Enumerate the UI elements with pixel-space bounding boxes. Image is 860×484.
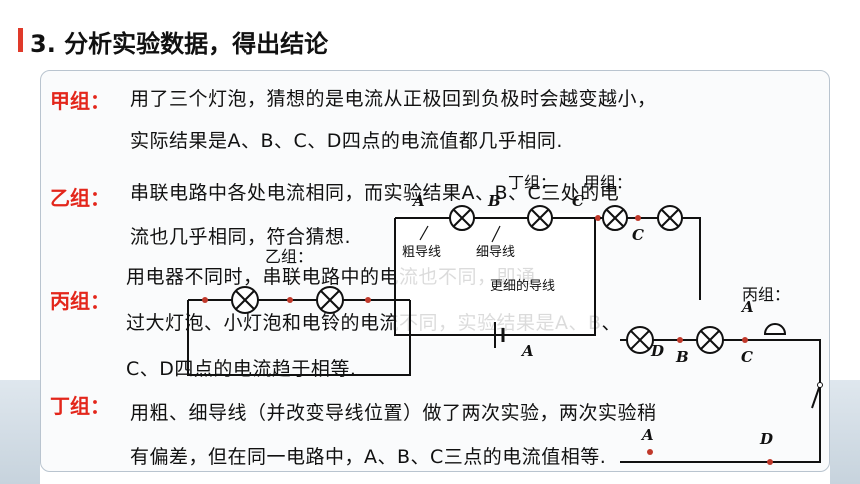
jia-bulb-2 <box>657 205 683 231</box>
bing-letter-c: C <box>741 348 753 366</box>
ding-letter-c: C <box>572 192 584 210</box>
bing-title: 丙组： <box>742 285 790 304</box>
background-band-right <box>830 380 860 484</box>
ding-battery <box>494 322 505 348</box>
yi-bulb-1 <box>231 286 259 314</box>
jia-wire <box>600 217 701 300</box>
bing-letter-a2: A <box>640 426 654 444</box>
group-jia-label: 甲组： <box>50 89 110 113</box>
background-band-left <box>0 380 40 484</box>
jia-title: 甲组： <box>584 173 632 192</box>
bing-bulb-1 <box>626 326 654 354</box>
ding-label-thinner-wire: 更细的导线 <box>490 278 555 294</box>
bing-letter-b: B <box>675 348 689 366</box>
yi-title: 乙组： <box>265 247 313 266</box>
bing-circuit: A B C D A D 丙组： <box>620 285 823 465</box>
ding-bulb-1 <box>449 205 475 231</box>
group-jia-line-2: 实际结果是A、B、C、D四点的电流值都几乎相同. <box>130 130 563 152</box>
group-ding-line-2: 有偏差，但在同一电路中，A、B、C三点的电流值相等. <box>130 446 607 468</box>
ding-label-thick-wire: 粗导线 <box>402 245 441 260</box>
ding-point-dot <box>595 215 601 221</box>
jia-circuit: C 甲组： <box>584 173 701 300</box>
group-yi-line-1: 串联电路中各处电流相同，而实验结果A、B、C三处的电 <box>130 182 620 204</box>
ding-letter-a2: A <box>520 342 534 360</box>
ding-circuit: A B C A 粗导线 细导线 更细的导线 丁组： <box>394 173 601 360</box>
bing-bell <box>763 323 787 335</box>
ding-title: 丁组： <box>508 173 556 192</box>
ding-circuit-bg <box>395 213 600 338</box>
ding-label-thin-wire: 细导线 <box>476 245 515 260</box>
ding-bulb-2 <box>527 205 553 231</box>
jia-point-dot <box>635 215 641 221</box>
heading-accent-bar <box>18 28 23 52</box>
bing-bulb-2 <box>696 326 724 354</box>
group-ding-label: 丁组： <box>50 394 110 418</box>
group-yi-label: 乙组： <box>50 186 110 210</box>
group-ding-line-1: 用粗、细导线（并改变导线位置）做了两次实验，两次实验稍 <box>130 402 657 424</box>
bing-letter-d2: D <box>759 430 773 448</box>
group-yi-line-2: 流也几乎相同，符合猜想. <box>130 226 352 248</box>
yi-circuit: 乙组： <box>187 247 411 376</box>
group-bing-label: 丙组： <box>50 289 110 313</box>
group-jia-line-1: 用了三个灯泡，猜想的是电流从正极回到负极时会越变越小， <box>130 88 657 110</box>
bing-switch <box>811 382 823 409</box>
bing-letter-a: A <box>740 298 754 316</box>
jia-bulb-1 <box>602 205 628 231</box>
ding-letter-a: A <box>411 192 425 210</box>
jia-letter-c: C <box>632 226 644 244</box>
bing-letter-d: D <box>650 342 664 360</box>
yi-bulb-2 <box>316 286 344 314</box>
yi-wire <box>187 300 411 376</box>
ding-letter-b: B <box>487 192 501 210</box>
section-heading: 3. 分析实验数据，得出结论 <box>30 30 329 58</box>
